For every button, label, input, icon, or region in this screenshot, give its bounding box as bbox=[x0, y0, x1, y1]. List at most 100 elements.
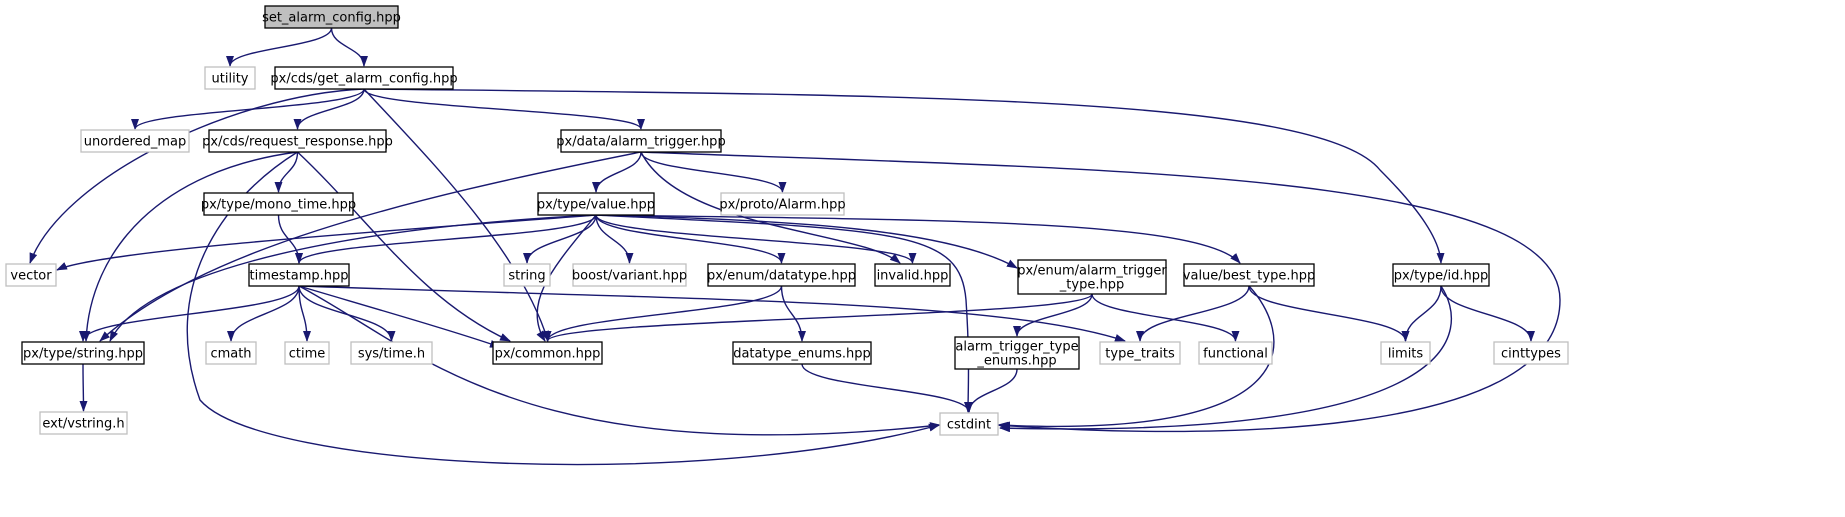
node-id[interactable]: px/type/id.hpp bbox=[1392, 263, 1490, 287]
node-box bbox=[939, 412, 999, 436]
node-box bbox=[1493, 341, 1569, 365]
node-boost-variant: boost/variant.hpp bbox=[572, 263, 687, 287]
node-box bbox=[1392, 263, 1490, 287]
node-label: vector bbox=[10, 269, 52, 284]
edge-timestamp-to-common bbox=[298, 285, 501, 348]
node-type-traits: type_traits bbox=[1099, 341, 1181, 365]
node-set-alarm-config[interactable]: set_alarm_config.hpp bbox=[262, 5, 401, 29]
node-type-string[interactable]: px/type/string.hpp bbox=[21, 341, 145, 365]
edge-type_string-to-vstring bbox=[79, 363, 88, 412]
node-label: px/enum/alarm_trigger bbox=[1017, 264, 1167, 279]
node-label: set_alarm_config.hpp bbox=[262, 11, 401, 26]
node-label: functional bbox=[1203, 347, 1268, 362]
node-box bbox=[572, 263, 687, 287]
edge-request_response-to-mono_time bbox=[274, 151, 299, 193]
node-datatype-enums[interactable]: datatype_enums.hpp bbox=[732, 341, 872, 365]
edge-timestamp-to-cmath bbox=[227, 285, 300, 342]
node-cinttypes: cinttypes bbox=[1493, 341, 1569, 365]
edge-alarm_trigger-to-value bbox=[592, 151, 642, 193]
node-label: px/type/string.hpp bbox=[23, 347, 143, 362]
node-label: ctime bbox=[289, 347, 326, 362]
edge-set_alarm_config-to-utility bbox=[226, 27, 333, 67]
edge-value-to-cstdint bbox=[595, 214, 973, 413]
edge-id-to-limits bbox=[1401, 285, 1442, 342]
edge-alarm_trigger-to-cstdint bbox=[640, 151, 1561, 433]
edge-datatype-to-common bbox=[543, 285, 783, 342]
node-box bbox=[5, 263, 57, 287]
node-box bbox=[1380, 341, 1431, 365]
edge-timestamp-to-ctime bbox=[298, 285, 311, 342]
node-label: type_traits bbox=[1105, 347, 1175, 362]
node-label: invalid.hpp bbox=[877, 269, 949, 284]
node-mono-time[interactable]: px/type/mono_time.hpp bbox=[201, 192, 356, 216]
node-label: alarm_trigger_type bbox=[955, 340, 1078, 355]
edge-best_type-to-type_traits bbox=[1136, 285, 1250, 342]
edge-best_type-to-cstdint bbox=[999, 285, 1275, 430]
edge-datatype_enums-to-cstdint bbox=[801, 363, 973, 413]
edge-alarm_trigger-to-proto_alarm bbox=[640, 151, 787, 193]
node-cmath: cmath bbox=[205, 341, 257, 365]
node-label: _type.hpp bbox=[1059, 278, 1124, 293]
node-alarm-trigger-type[interactable]: px/enum/alarm_trigger_type.hpp bbox=[1017, 259, 1167, 295]
node-label: px/enum/datatype.hpp bbox=[707, 269, 856, 284]
node-alarm-trigger-type-enums[interactable]: alarm_trigger_type_enums.hpp bbox=[954, 336, 1080, 370]
edge-value-to-best_type bbox=[595, 214, 1241, 264]
node-label: ext/vstring.h bbox=[42, 417, 124, 432]
node-best-type[interactable]: value/best_type.hpp bbox=[1183, 263, 1315, 287]
edge-value-to-invalid bbox=[595, 214, 917, 264]
node-box bbox=[1017, 259, 1167, 295]
edge-value-to-timestamp bbox=[295, 214, 597, 264]
node-invalid[interactable]: invalid.hpp bbox=[874, 263, 951, 287]
node-alarm-trigger[interactable]: px/data/alarm_trigger.hpp bbox=[556, 129, 726, 153]
edge-request_response-to-common bbox=[297, 151, 511, 342]
node-box bbox=[205, 341, 257, 365]
edge-value-to-type_string bbox=[109, 214, 597, 342]
node-box bbox=[264, 5, 399, 29]
node-box bbox=[284, 341, 330, 365]
edge-alarm_trigger_type-to-common bbox=[543, 293, 1093, 342]
edge-set_alarm_config-to-get_alarm_config bbox=[330, 27, 368, 67]
node-datatype[interactable]: px/enum/datatype.hpp bbox=[707, 263, 856, 287]
edge-value-to-alarm_trigger_type bbox=[595, 214, 1018, 269]
edge-timestamp-to-cstdint bbox=[298, 285, 941, 436]
node-proto-alarm: px/proto/Alarm.hpp bbox=[719, 192, 846, 216]
edge-request_response-to-cstdint bbox=[186, 151, 940, 466]
node-unordered-map: unordered_map bbox=[80, 129, 190, 153]
node-label: utility bbox=[212, 72, 249, 87]
node-ctime: ctime bbox=[284, 341, 330, 365]
node-timestamp[interactable]: timestamp.hpp bbox=[248, 263, 350, 287]
node-request-response[interactable]: px/cds/request_response.hpp bbox=[202, 129, 393, 153]
edge-best_type-to-limits bbox=[1248, 285, 1410, 342]
node-box bbox=[208, 129, 387, 153]
node-label: datatype_enums.hpp bbox=[733, 347, 871, 362]
edge-timestamp-to-sys_time bbox=[298, 285, 396, 342]
node-box bbox=[39, 411, 128, 435]
edge-get_alarm_config-to-unordered_map bbox=[131, 88, 365, 130]
edge-value-to-boost_variant bbox=[595, 214, 634, 264]
node-box bbox=[248, 263, 350, 287]
node-box bbox=[492, 341, 603, 365]
node-box bbox=[350, 341, 433, 365]
node-box bbox=[954, 336, 1080, 370]
node-label: px/cds/get_alarm_config.hpp bbox=[270, 72, 457, 87]
node-label: _enums.hpp bbox=[976, 354, 1056, 369]
node-sys-time: sys/time.h bbox=[350, 341, 433, 365]
edge-timestamp-to-type_string bbox=[79, 285, 300, 342]
edge-timestamp-to-type_traits bbox=[298, 285, 1126, 342]
node-common[interactable]: px/common.hpp bbox=[492, 341, 603, 365]
node-label: boost/variant.hpp bbox=[572, 269, 687, 284]
edge-get_alarm_config-to-alarm_trigger bbox=[363, 88, 645, 130]
node-label: cinttypes bbox=[1501, 347, 1561, 362]
node-box bbox=[707, 263, 856, 287]
edge-get_alarm_config-to-request_response bbox=[293, 88, 365, 130]
node-vstring: ext/vstring.h bbox=[39, 411, 128, 435]
node-box bbox=[537, 192, 655, 216]
edge-request_response-to-type_string bbox=[82, 151, 298, 342]
node-value[interactable]: px/type/value.hpp bbox=[537, 192, 655, 216]
edge-alarm_trigger_type_enums-to-cstdint bbox=[965, 368, 1018, 413]
node-box bbox=[503, 263, 551, 287]
node-get-alarm-config[interactable]: px/cds/get_alarm_config.hpp bbox=[270, 66, 458, 90]
node-label: value/best_type.hpp bbox=[1183, 269, 1315, 284]
